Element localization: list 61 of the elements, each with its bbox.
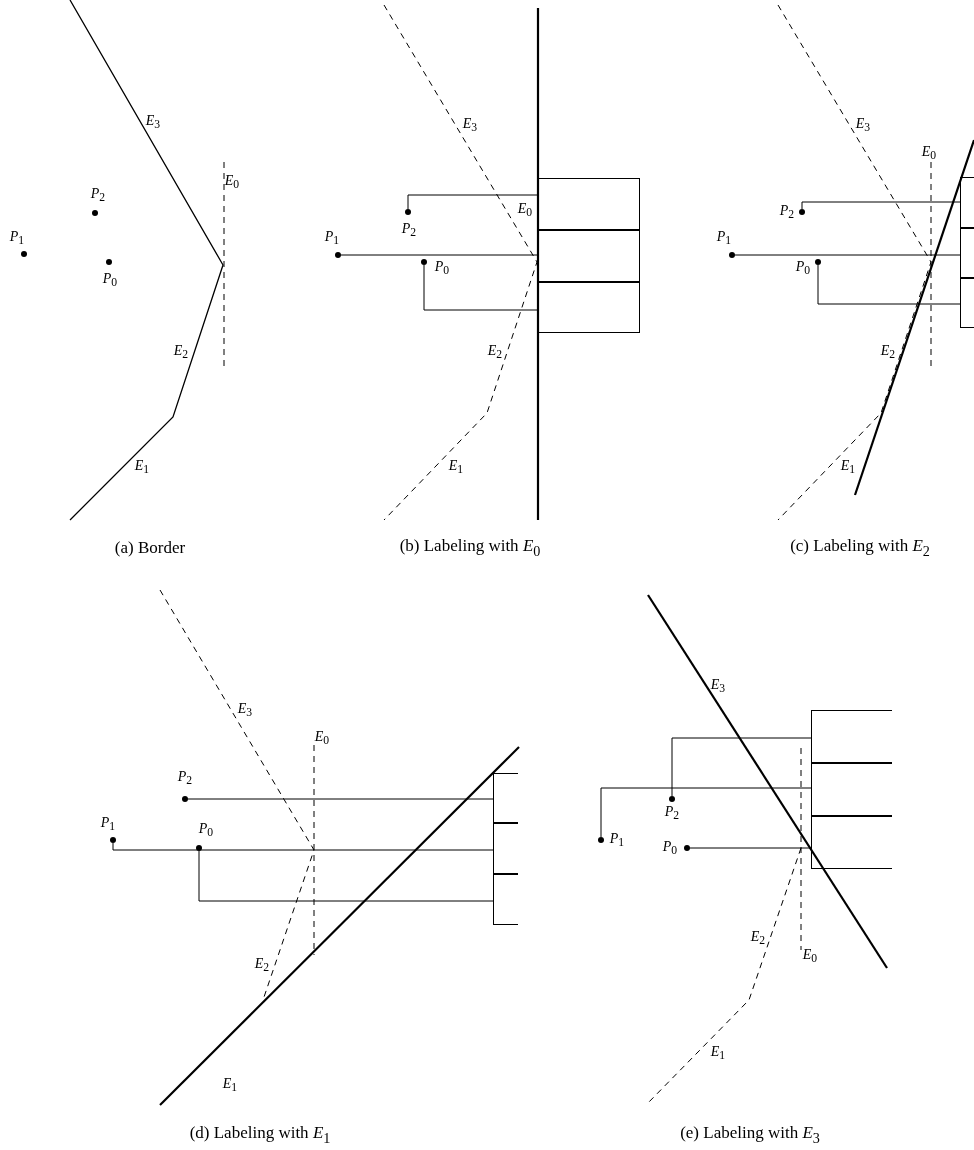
panel-caption: (b) Labeling with E$_{0}$	[399, 536, 541, 560]
point-label: P$_{1}$	[609, 830, 625, 850]
point-label: P$_{1}$	[324, 228, 340, 248]
leader-line	[112, 842, 494, 851]
leader-line	[407, 194, 539, 210]
leader-line	[340, 254, 539, 256]
segment-label: E$_{3}$	[710, 676, 726, 696]
label-box	[811, 710, 892, 763]
leader-line	[600, 787, 812, 838]
panel-caption: (d) Labeling with E$_{1}$	[189, 1123, 331, 1147]
point-label: P$_{2}$	[177, 768, 193, 788]
segment-label: E$_{1}$	[222, 1075, 238, 1095]
label-box	[493, 874, 518, 925]
segment-label: E$_{1}$	[448, 457, 464, 477]
label-box	[811, 816, 892, 869]
segment-label: E$_{3}$	[462, 115, 478, 135]
segment-label: E$_{1}$	[840, 457, 856, 477]
leader-line	[187, 798, 494, 800]
label-box	[538, 230, 640, 282]
point-label: P$_{0}$	[198, 820, 214, 840]
segment-label: E$_{0}$	[517, 200, 533, 220]
segment-label: E$_{1}$	[134, 457, 150, 477]
point-label: P$_{0}$	[795, 258, 811, 278]
segment-label: E$_{0}$	[921, 143, 937, 163]
point-label: P$_{0}$	[434, 258, 450, 278]
label-box	[811, 763, 892, 816]
segment-label: E$_{0}$	[224, 172, 240, 192]
leader-line	[423, 264, 539, 311]
label-box	[493, 823, 518, 874]
leader-line	[817, 264, 961, 305]
panel-caption: (c) Labeling with E$_{2}$	[790, 536, 930, 560]
point-label: P$_{1}$	[716, 228, 732, 248]
point-label: P$_{2}$	[90, 185, 106, 205]
point-label: P$_{2}$	[401, 220, 417, 240]
panel-caption: (a) Border	[114, 538, 186, 558]
segment-label: E$_{0}$	[314, 728, 330, 748]
point-label: P$_{0}$	[102, 270, 118, 290]
segment-label: E$_{0}$	[802, 946, 818, 966]
segment-label: E$_{3}$	[237, 700, 253, 720]
point-label: P$_{1}$	[9, 228, 25, 248]
leader-line	[734, 254, 961, 256]
segment-label: E$_{2}$	[750, 928, 766, 948]
label-box	[538, 282, 640, 333]
segment-label: E$_{2}$	[173, 342, 189, 362]
segment-label: E$_{2}$	[487, 342, 503, 362]
point-label: P$_{2}$	[664, 803, 680, 823]
point-label: P$_{1}$	[100, 814, 116, 834]
label-box	[493, 773, 518, 823]
segment-label: E$_{2}$	[254, 955, 270, 975]
point-label: P$_{0}$	[662, 838, 678, 858]
segment-label: E$_{3}$	[145, 112, 161, 132]
leader-line	[198, 850, 494, 902]
panel-caption: (e) Labeling with E$_{3}$	[680, 1123, 820, 1147]
label-box	[538, 178, 640, 230]
segment-label: E$_{1}$	[710, 1043, 726, 1063]
segment-label: E$_{3}$	[855, 115, 871, 135]
segment-label: E$_{2}$	[880, 342, 896, 362]
leader-line	[689, 847, 812, 849]
point-label: P$_{2}$	[779, 202, 795, 222]
leader-line	[671, 737, 812, 797]
leader-line	[801, 201, 961, 210]
